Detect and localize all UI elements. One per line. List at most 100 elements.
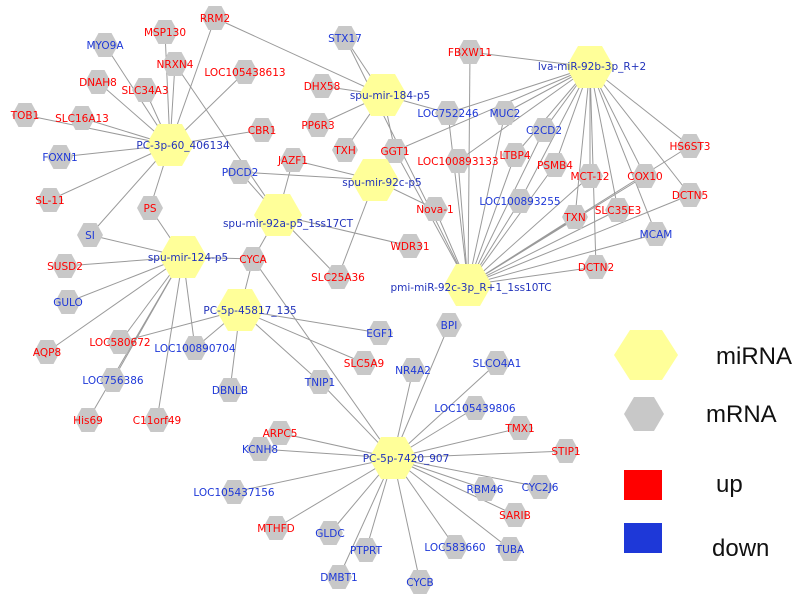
mrna-node[interactable]: PTPRT xyxy=(350,538,383,562)
mrna-node[interactable]: TNIP1 xyxy=(304,370,335,394)
mirna-node[interactable]: spu-mir-184-p5 xyxy=(350,74,430,116)
mirna-node[interactable]: PC-5p-7420_907 xyxy=(363,437,450,479)
mrna-node[interactable]: FBXW11 xyxy=(448,40,492,64)
mrna-node[interactable]: RBM46 xyxy=(467,477,504,501)
mrna-node[interactable]: SI xyxy=(77,223,103,247)
mrna-node[interactable]: C11orf49 xyxy=(133,408,182,432)
mrna-node[interactable]: LOC105439806 xyxy=(434,396,516,420)
mrna-node[interactable]: DCTN5 xyxy=(672,183,708,207)
mrna-node[interactable]: RRM2 xyxy=(200,6,230,30)
mirna-node[interactable]: PC-5p-45817_135 xyxy=(203,289,297,331)
mrna-label: GULO xyxy=(53,297,83,309)
mrna-node[interactable]: LOC105437156 xyxy=(193,480,275,504)
mrna-node[interactable]: LOC583660 xyxy=(424,535,486,559)
mrna-node[interactable]: NRXN4 xyxy=(157,52,194,76)
mrna-node[interactable]: DHX58 xyxy=(304,74,341,98)
mrna-node[interactable]: HS6ST3 xyxy=(669,134,711,158)
mrna-node[interactable]: MTHFD xyxy=(257,516,295,540)
mrna-node[interactable]: LOC100893133 xyxy=(417,149,499,173)
mrna-node[interactable]: DNAH8 xyxy=(79,70,117,94)
mrna-node[interactable]: LOC100893255 xyxy=(479,189,561,213)
mrna-node[interactable]: GGT1 xyxy=(381,139,410,163)
mrna-node[interactable]: TXH xyxy=(332,138,358,162)
mrna-node[interactable]: BPI xyxy=(436,313,462,337)
edge-m3-n45 xyxy=(589,66,657,235)
mrna-node[interactable]: LOC580672 xyxy=(89,330,151,354)
mrna-label: LOC100890704 xyxy=(154,343,236,355)
mrna-node[interactable]: TXN xyxy=(562,205,588,229)
mrna-node[interactable]: TMX1 xyxy=(504,416,535,440)
mirna-node[interactable]: lva-miR-92b-3p_R+2 xyxy=(538,46,646,88)
mrna-node[interactable]: WDR31 xyxy=(390,234,430,258)
legend-mrna-swatch xyxy=(624,397,664,431)
mrna-node[interactable]: DMBT1 xyxy=(320,565,358,589)
mrna-node[interactable]: PP6R3 xyxy=(301,113,335,137)
mrna-node[interactable]: C2CD2 xyxy=(526,118,562,142)
mrna-node[interactable]: MCAM xyxy=(640,222,673,246)
mrna-node[interactable]: CYCB xyxy=(406,570,434,594)
mrna-node[interactable]: GLDC xyxy=(315,521,345,545)
mrna-node[interactable]: TUBA xyxy=(495,537,525,561)
mrna-label: NR4A2 xyxy=(395,365,431,377)
mrna-node[interactable]: LOC100890704 xyxy=(154,336,236,360)
mrna-node[interactable]: SARIB xyxy=(499,503,531,527)
mrna-node[interactable]: Nova-1 xyxy=(416,197,454,221)
mrna-node[interactable]: SLC35E3 xyxy=(595,198,642,222)
edge-m3-n43 xyxy=(574,66,591,218)
mrna-node[interactable]: STIP1 xyxy=(551,439,581,463)
mrna-node[interactable]: SLCO4A1 xyxy=(473,351,522,375)
edge-m3-n38 xyxy=(589,66,691,196)
mirna-node[interactable]: spu-mir-92c-p5 xyxy=(342,159,422,201)
mrna-node[interactable]: DBNLB xyxy=(212,378,248,402)
mrna-node[interactable]: CYCA xyxy=(239,247,268,271)
mrna-node[interactable]: TOB1 xyxy=(10,103,40,127)
mrna-node[interactable]: PDCD2 xyxy=(222,160,259,184)
mrna-node[interactable]: GULO xyxy=(53,290,83,314)
mrna-hexagon xyxy=(217,378,243,402)
mrna-node[interactable]: NR4A2 xyxy=(395,358,431,382)
mrna-hexagon xyxy=(632,164,658,188)
legend-down-label: down xyxy=(712,535,769,562)
mirna-node[interactable]: pmi-miR-92c-3p_R+1_1ss10TC xyxy=(390,264,552,306)
mirna-node[interactable]: PC-3p-60_406134 xyxy=(136,124,230,166)
mrna-node[interactable]: LOC105438613 xyxy=(204,60,286,84)
mirna-node[interactable]: spu-mir-124-p5 xyxy=(148,236,228,278)
mrna-node[interactable]: PSMB4 xyxy=(537,153,573,177)
mrna-node[interactable]: MCT-12 xyxy=(571,164,610,188)
mrna-node[interactable]: AQP8 xyxy=(33,340,61,364)
mrna-node[interactable]: SLC34A3 xyxy=(121,78,169,102)
mrna-node[interactable]: STX17 xyxy=(328,26,362,50)
mrna-node[interactable]: COX10 xyxy=(627,164,663,188)
edge-m7-n52 xyxy=(239,309,365,364)
mrna-node[interactable]: SLC5A9 xyxy=(344,351,384,375)
mrna-node[interactable]: ARPC5 xyxy=(263,421,298,445)
mrna-node[interactable]: LTBP4 xyxy=(499,143,531,167)
mirna-hexagon xyxy=(369,437,417,479)
mrna-node[interactable]: JAZF1 xyxy=(277,148,308,172)
mrna-node[interactable]: His69 xyxy=(73,408,103,432)
mirna-hexagon xyxy=(351,159,399,201)
mrna-node[interactable]: MSP130 xyxy=(144,20,186,44)
mrna-node[interactable]: FOXN1 xyxy=(42,145,78,169)
mrna-node[interactable]: MYO9A xyxy=(86,33,124,57)
mrna-hexagon xyxy=(202,6,228,30)
mrna-node[interactable]: KCNH8 xyxy=(242,437,278,461)
mrna-node[interactable]: CYC2J6 xyxy=(522,475,559,499)
mrna-node[interactable]: SL-11 xyxy=(35,188,65,212)
mrna-node[interactable]: DCTN2 xyxy=(578,255,614,279)
mrna-node[interactable]: LOC752246 xyxy=(417,101,479,125)
mirna-node[interactable]: spu-mir-92a-p5_1ss17CT xyxy=(223,194,354,236)
mrna-node[interactable]: EGF1 xyxy=(366,321,394,345)
mrna-node[interactable]: CBR1 xyxy=(248,118,277,142)
mrna-node[interactable]: LOC756386 xyxy=(82,368,144,392)
mrna-hexagon xyxy=(137,196,163,220)
mrna-node[interactable]: MUC2 xyxy=(490,101,521,125)
mrna-label: FBXW11 xyxy=(448,47,492,59)
mrna-node[interactable]: SLC25A36 xyxy=(311,265,365,289)
mrna-node[interactable]: SLC16A13 xyxy=(55,106,109,130)
mrna-hexagon xyxy=(351,351,377,375)
edge-m5-n46 xyxy=(277,214,411,247)
mrna-node[interactable]: PS xyxy=(137,196,163,220)
mrna-node[interactable]: SUSD2 xyxy=(47,254,83,278)
mrna-label: TUBA xyxy=(495,544,525,556)
